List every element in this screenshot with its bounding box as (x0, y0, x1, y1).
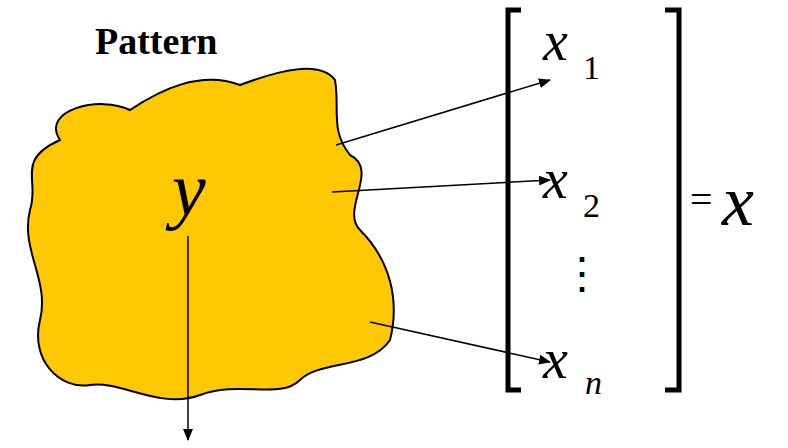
pattern-heading: Pattern (95, 22, 217, 60)
output-symbol: y (172, 151, 206, 227)
equals-sign: = (690, 180, 713, 220)
vector-symbol: x (722, 165, 754, 237)
right-bracket (665, 10, 679, 390)
blob-outline (0, 0, 420, 420)
leader-arrow (370, 322, 550, 362)
subscript: n (585, 366, 602, 400)
left-bracket (508, 10, 521, 390)
vector-element: x (543, 13, 568, 69)
leader-arrow (336, 80, 550, 145)
subscript: 1 (583, 51, 600, 85)
subscript: 2 (583, 189, 600, 223)
vertical-dots: ⋮ (560, 252, 604, 296)
vector-element: x (543, 331, 568, 387)
output-arrow (187, 236, 189, 440)
leader-arrow (332, 180, 550, 192)
pattern-blob: Pattern y (0, 0, 420, 420)
vector-element: x (543, 151, 568, 207)
